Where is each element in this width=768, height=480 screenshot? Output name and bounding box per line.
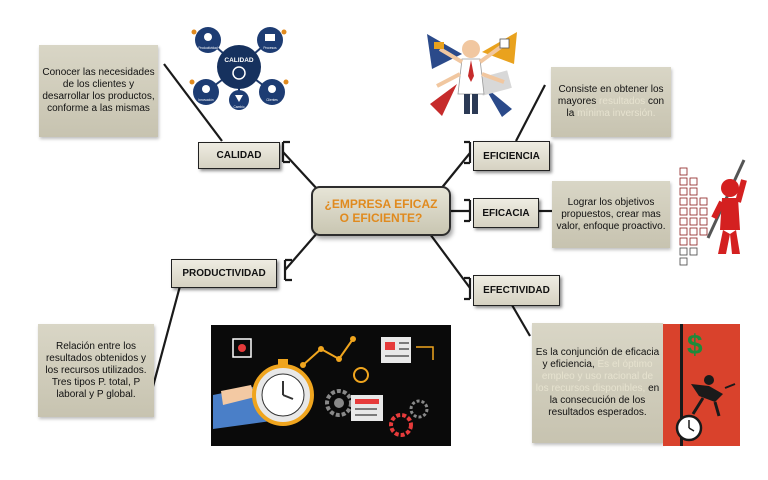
desc-productividad-text: Relación entre los resultados obtenidos … (45, 340, 147, 400)
bracket-efectividad (464, 276, 472, 301)
label-eficacia: EFICACIA (473, 198, 539, 228)
desc-calidad-text: Conocer las necesidades de los clientes … (42, 67, 155, 114)
calidad-hub-node-0: Productividad (198, 46, 218, 50)
label-eficiencia-text: EFICIENCIA (483, 150, 540, 162)
time-money-illustration: $ (663, 324, 740, 446)
checklist-figure-icon (679, 159, 747, 266)
calidad-hub-graphic: CALIDAD Productividad Procesos Innovació… (188, 22, 290, 110)
label-efectividad-text: EFECTIVIDAD (483, 285, 550, 296)
desc-eficacia: Lograr los objetivos propuestos, crear m… (552, 181, 670, 248)
desc-efectividad-a: Es la conjunción de eficacia y eficienci… (535, 347, 660, 370)
connector-eficiencia (439, 152, 471, 191)
calidad-hub-node-1: Procesos (263, 46, 277, 50)
desc-eficiencia-a: Consiste en obtener los mayores (557, 84, 664, 107)
central-line-1: ¿EMPRESA EFICAZ (324, 197, 438, 211)
connector-efectividad (429, 233, 471, 289)
bracket-eficacia (464, 198, 472, 223)
connector-eficiencia-desc (515, 84, 546, 142)
multitasking-person-icon (427, 32, 517, 117)
central-question-node: ¿EMPRESA EFICAZ O EFICIENTE? (311, 186, 451, 236)
svg-text:$: $ (687, 329, 703, 360)
calidad-hub-illustration: CALIDAD Productividad Procesos Innovació… (189, 27, 289, 110)
stopwatch-gears-icon (213, 336, 434, 437)
label-productividad: PRODUCTIVIDAD (171, 259, 277, 288)
central-line-2: O EFICIENTE? (339, 211, 423, 225)
desc-efectividad-c: en la consecución de los resultados espe… (548, 383, 660, 418)
calidad-hub-node-2: Innovación (198, 98, 214, 102)
desc-eficiencia-text: Consiste en obtener los mayores resultad… (554, 84, 668, 120)
desc-calidad: Conocer las necesidades de los clientes … (39, 45, 158, 137)
calidad-hub-node-3: Clientes (266, 98, 278, 102)
bracket-eficiencia (464, 140, 472, 165)
connector-efectividad-desc (511, 304, 531, 337)
desc-efectividad-text: Es la conjunción de eficacia y eficienci… (535, 347, 660, 419)
bracket-productividad (283, 258, 292, 282)
desc-eficiencia-d: mínima inversión. (577, 108, 656, 119)
label-productividad-text: PRODUCTIVIDAD (182, 268, 266, 279)
label-efectividad: EFECTIVIDAD (473, 275, 560, 306)
connector-calidad-desc (163, 63, 223, 142)
calidad-hub-center-label: CALIDAD (224, 57, 254, 64)
desc-efectividad-b: Es el óptimo empleo y uso racional de lo… (535, 359, 654, 394)
productivity-stopwatch-illustration (211, 325, 451, 446)
label-calidad-text: CALIDAD (216, 150, 262, 161)
connector-calidad (282, 151, 319, 191)
desc-efectividad: Es la conjunción de eficacia y eficienci… (532, 323, 663, 443)
connector-productividad (284, 231, 319, 271)
label-eficiencia: EFICIENCIA (473, 141, 550, 171)
label-calidad: CALIDAD (198, 142, 280, 169)
desc-eficiencia-b: resultados (599, 96, 646, 107)
calidad-hub-node-4: Cambio (234, 105, 245, 109)
desc-eficacia-text: Lograr los objetivos propuestos, crear m… (556, 196, 666, 232)
desc-eficiencia: Consiste en obtener los mayores resultad… (551, 67, 671, 137)
bracket-calidad (281, 140, 290, 164)
multitasking-person-illustration (422, 24, 520, 119)
dollar-clock-figure-icon: $ (675, 324, 736, 446)
desc-productividad: Relación entre los resultados obtenidos … (38, 324, 154, 417)
checklist-figure-illustration (678, 158, 756, 273)
label-eficacia-text: EFICACIA (482, 207, 530, 219)
desc-eficiencia-c: con la (566, 96, 665, 119)
